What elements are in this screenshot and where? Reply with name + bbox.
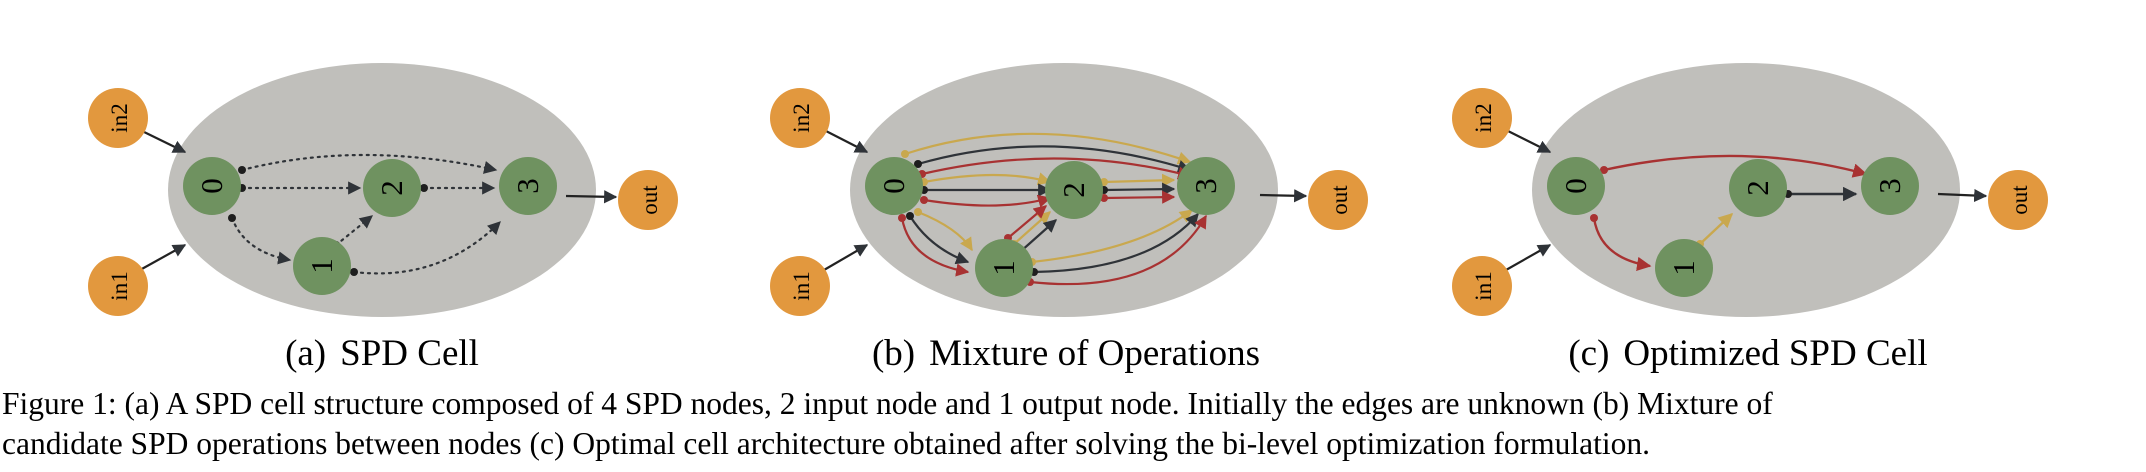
svg-text:in2: in2	[789, 103, 814, 132]
edge-in1-cell	[139, 244, 187, 271]
edge-0-2-red	[923, 194, 1052, 208]
svg-text:0: 0	[876, 178, 911, 194]
node-3: 3	[499, 157, 557, 215]
edge-0-3-dark	[917, 145, 1192, 173]
caption-line-2: candidate SPD operations between nodes (…	[2, 426, 1650, 461]
edge-2-3-dark	[1103, 182, 1176, 196]
node-out: out	[1988, 170, 2048, 230]
node-in2: in2	[88, 88, 148, 148]
edge-0-1	[230, 216, 292, 265]
panel-a-diagram: in2 in1 out 0 2 3 1	[88, 63, 678, 317]
node-1: 1	[1655, 239, 1713, 297]
edge-in1-cell	[823, 244, 869, 271]
svg-text:out: out	[1327, 185, 1352, 215]
edge-cell-out	[565, 190, 618, 204]
edge-0-3-yellow	[904, 132, 1192, 165]
node-in2: in2	[1452, 88, 1512, 148]
edge-1-2-dark	[1019, 219, 1057, 253]
node-0: 0	[183, 157, 241, 215]
panel-b-diagram: in2 in1 out 0 2 3 1	[770, 63, 1368, 317]
subcaption-label: (b)	[871, 333, 916, 374]
edge-in2-cell	[823, 129, 869, 153]
svg-text:2: 2	[1056, 182, 1091, 198]
svg-text:3: 3	[1188, 178, 1223, 194]
edge-cell-out	[1259, 189, 1308, 203]
subcaption-label: (c)	[1568, 333, 1610, 374]
svg-text:3: 3	[510, 178, 545, 194]
node-out: out	[618, 170, 678, 230]
svg-text:out: out	[637, 185, 662, 215]
edge-in1-cell	[1505, 244, 1552, 271]
svg-text:in1: in1	[1471, 271, 1496, 300]
node-0: 0	[865, 157, 923, 215]
svg-text:0: 0	[194, 178, 229, 194]
node-in1: in1	[88, 256, 148, 316]
svg-text:in1: in1	[107, 271, 132, 300]
node-3: 3	[1861, 157, 1919, 215]
node-2: 2	[1045, 161, 1103, 219]
edge-0-3-red	[1603, 154, 1868, 178]
subcaption-label: (a)	[285, 333, 327, 374]
subcaption-title: SPD Cell	[340, 333, 479, 374]
edge-1-2-red	[1007, 205, 1048, 239]
svg-text:in1: in1	[789, 271, 814, 300]
node-0: 0	[1547, 157, 1605, 215]
edge-cell-out	[1937, 188, 1988, 203]
node-out: out	[1308, 170, 1368, 230]
svg-text:2: 2	[374, 180, 409, 196]
svg-text:in2: in2	[1471, 103, 1496, 132]
svg-text:1: 1	[1666, 260, 1701, 276]
svg-text:1: 1	[304, 258, 339, 274]
subcaption-title: Optimized SPD Cell	[1623, 333, 1928, 374]
svg-text:out: out	[2007, 185, 2032, 215]
edge-1-2-yellow	[1699, 213, 1734, 245]
edge-in2-cell	[139, 129, 187, 153]
svg-text:0: 0	[1558, 178, 1593, 194]
panel-c-diagram: in2 in1 out 0 2 3 1	[1452, 63, 2048, 317]
figure-caption: Figure 1: (a) A SPD cell structure compo…	[2, 384, 2142, 464]
edge-1-3-yellow	[1031, 209, 1194, 264]
node-in1: in1	[1452, 256, 1512, 316]
svg-text:3: 3	[1872, 178, 1907, 194]
subcaption-b: (b) Mixture of Operations	[872, 332, 1260, 375]
edge-0-1-dark	[909, 215, 970, 265]
edge-0-1-red	[900, 217, 970, 277]
edge-2-3-yellow	[1103, 173, 1176, 187]
node-3: 3	[1177, 157, 1235, 215]
node-2: 2	[363, 159, 421, 217]
figure-canvas: in2 in1 out 0 2 3 1	[88, 63, 2048, 317]
edge-1-3-dark	[1033, 212, 1199, 274]
node-in1: in1	[770, 256, 830, 316]
caption-line-1: Figure 1: (a) A SPD cell structure compo…	[2, 386, 1773, 421]
edge-2-3-red	[1103, 190, 1176, 204]
edge-0-3-red	[921, 157, 1192, 180]
edge-0-2-yellow	[923, 172, 1052, 186]
node-1: 1	[975, 239, 1033, 297]
node-1: 1	[293, 237, 351, 295]
edge-1-3-red	[1029, 214, 1207, 286]
node-in2: in2	[770, 88, 830, 148]
edge-0-1-red	[1592, 217, 1652, 272]
node-2: 2	[1729, 159, 1787, 217]
subcaption-c: (c) Optimized SPD Cell	[1568, 332, 1927, 375]
svg-text:in2: in2	[107, 103, 132, 132]
svg-text:2: 2	[1740, 180, 1775, 196]
edge-1-3	[352, 220, 502, 275]
svg-text:1: 1	[986, 260, 1021, 276]
edge-0-1-yellow	[917, 210, 973, 252]
edge-1-2	[334, 214, 374, 247]
edge-in2-cell	[1505, 129, 1552, 153]
subcaption-title: Mixture of Operations	[929, 333, 1261, 374]
subcaption-a: (a) SPD Cell	[285, 332, 479, 375]
